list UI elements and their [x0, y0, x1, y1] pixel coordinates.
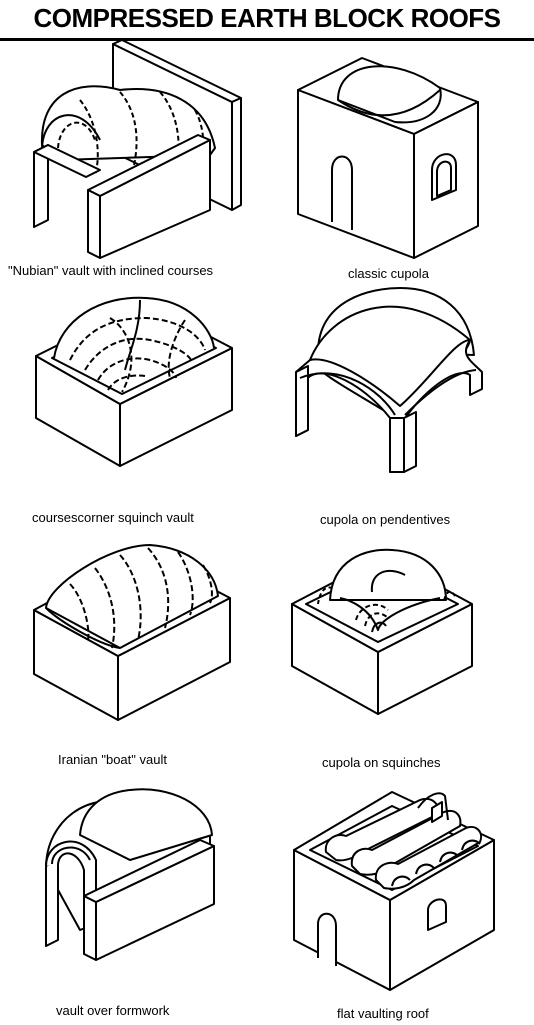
iranian-vault-drawing: [33, 544, 231, 721]
classic-cupola-drawing: [297, 57, 479, 259]
squinch-vault-drawing: [35, 296, 233, 467]
caption-iranian-vault: Iranian "boat" vault: [58, 752, 167, 767]
caption-pendentive-cupola: cupola on pendentives: [320, 512, 451, 527]
squinch-cupola-drawing: [291, 548, 473, 715]
flat-vaulting-drawing: [293, 791, 495, 991]
nubian-vault-drawing: [33, 39, 242, 259]
caption-formwork-vault: vault over formwork: [56, 1003, 170, 1018]
pendentive-cupola-drawing: [295, 287, 483, 473]
caption-squinch-vault: coursescorner squinch vault: [32, 510, 194, 525]
formwork-vault-drawing: [45, 788, 215, 961]
caption-classic-cupola: classic cupola: [348, 266, 429, 281]
caption-flat-vaulting: flat vaulting roof: [337, 1006, 429, 1021]
caption-squinch-cupola: cupola on squinches: [322, 755, 441, 770]
title-rule: [0, 38, 534, 41]
caption-nubian-vault: "Nubian" vault with inclined courses: [8, 263, 214, 278]
page-title: COMPRESSED EARTH BLOCK ROOFS: [33, 3, 501, 33]
